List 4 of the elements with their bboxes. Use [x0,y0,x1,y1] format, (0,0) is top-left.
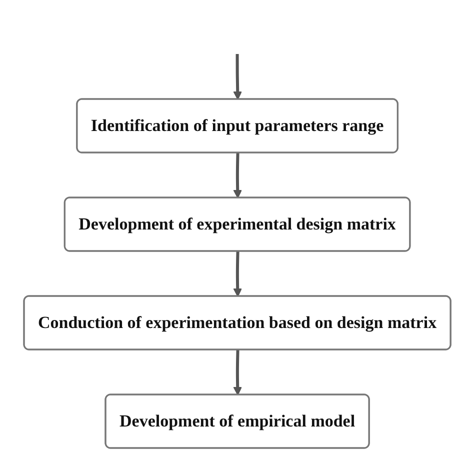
arrow [232,152,242,198]
arrow [232,350,242,396]
arrow [232,251,242,297]
arrow [232,54,242,100]
